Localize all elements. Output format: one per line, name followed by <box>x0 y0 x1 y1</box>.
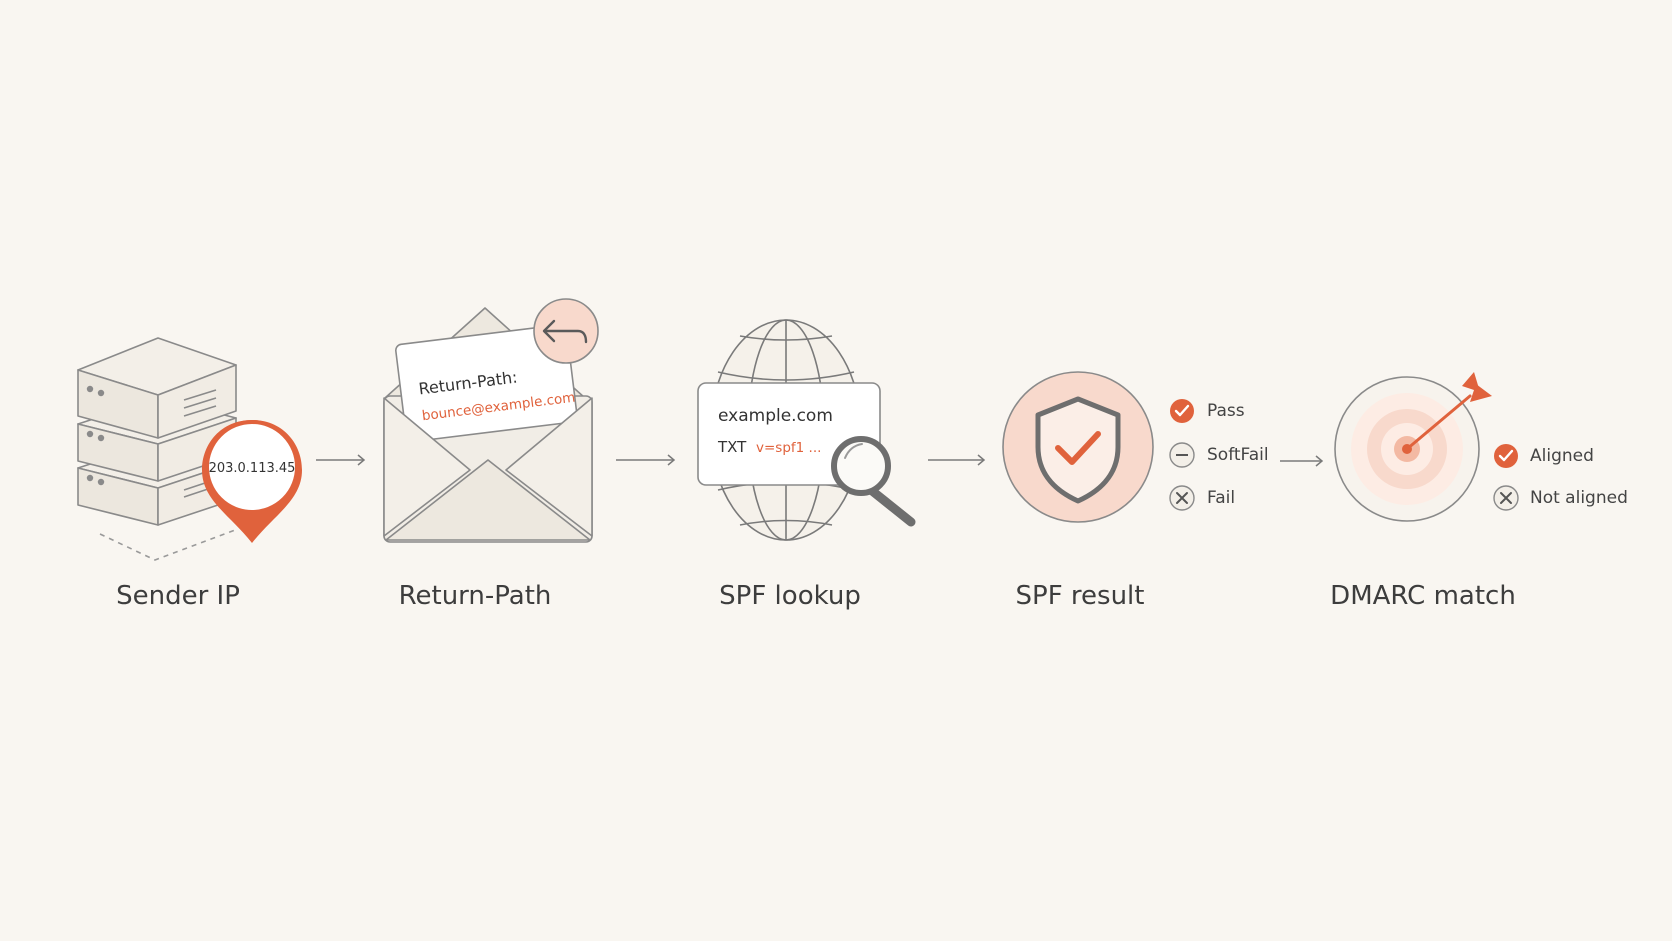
cross-icon <box>1493 485 1519 511</box>
flow-arrow-icon <box>316 454 366 466</box>
step-label-spf-result: SPF result <box>1015 581 1145 611</box>
step-label-sender-ip: Sender IP <box>116 581 240 611</box>
return-path-letter: Return-Path: bounce@example.com <box>394 324 578 443</box>
step-label-dmarc-match: DMARC match <box>1330 581 1516 611</box>
check-icon <box>1170 399 1194 423</box>
envelope-front <box>383 397 593 541</box>
sender-ip-address: 203.0.113.45 <box>209 461 296 476</box>
spf-result-softfail-label: SoftFail <box>1207 445 1269 465</box>
spf-record-type: TXT <box>717 438 747 456</box>
dmarc-not-aligned-label: Not aligned <box>1530 488 1628 508</box>
step-label-return-path: Return-Path <box>398 581 552 611</box>
dmarc-aligned-label: Aligned <box>1530 446 1594 466</box>
flow-arrow-icon <box>1280 455 1324 467</box>
flow-arrow-icon <box>928 454 986 466</box>
magnifier-icon <box>831 436 916 527</box>
spf-domain: example.com <box>718 406 833 426</box>
shield-check-icon <box>1002 371 1154 523</box>
spf-result-pass-label: Pass <box>1207 401 1245 421</box>
minus-icon <box>1169 442 1195 468</box>
target-arrow-icon <box>1334 372 1492 522</box>
flow-arrow-icon <box>616 454 676 466</box>
spf-record-value: v=spf1 ... <box>756 440 821 456</box>
spf-result-fail-label: Fail <box>1207 488 1236 508</box>
check-icon <box>1494 444 1518 468</box>
reply-arrow-icon <box>533 298 599 364</box>
step-label-spf-lookup: SPF lookup <box>719 581 861 611</box>
cross-icon <box>1169 485 1195 511</box>
location-pin-icon <box>202 420 302 543</box>
